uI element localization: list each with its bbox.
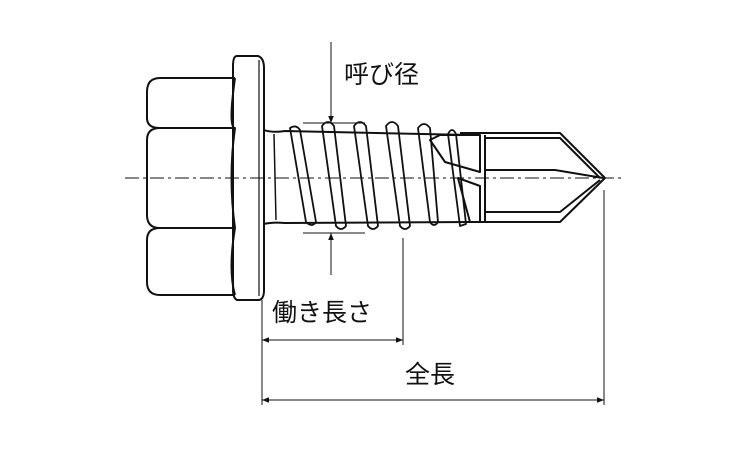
- working-length-dimension: [261, 238, 404, 405]
- drill-point: [429, 132, 606, 223]
- nominal-diameter-label: 呼び径: [344, 60, 420, 89]
- hex-head: [146, 77, 236, 296]
- total-length-dimension: [262, 190, 605, 405]
- threads: [289, 121, 467, 230]
- working-length-label: 働き長さ: [272, 298, 373, 327]
- total-length-label: 全長: [405, 360, 456, 389]
- shank: [263, 129, 471, 225]
- nominal-diameter-dimension: [303, 42, 365, 275]
